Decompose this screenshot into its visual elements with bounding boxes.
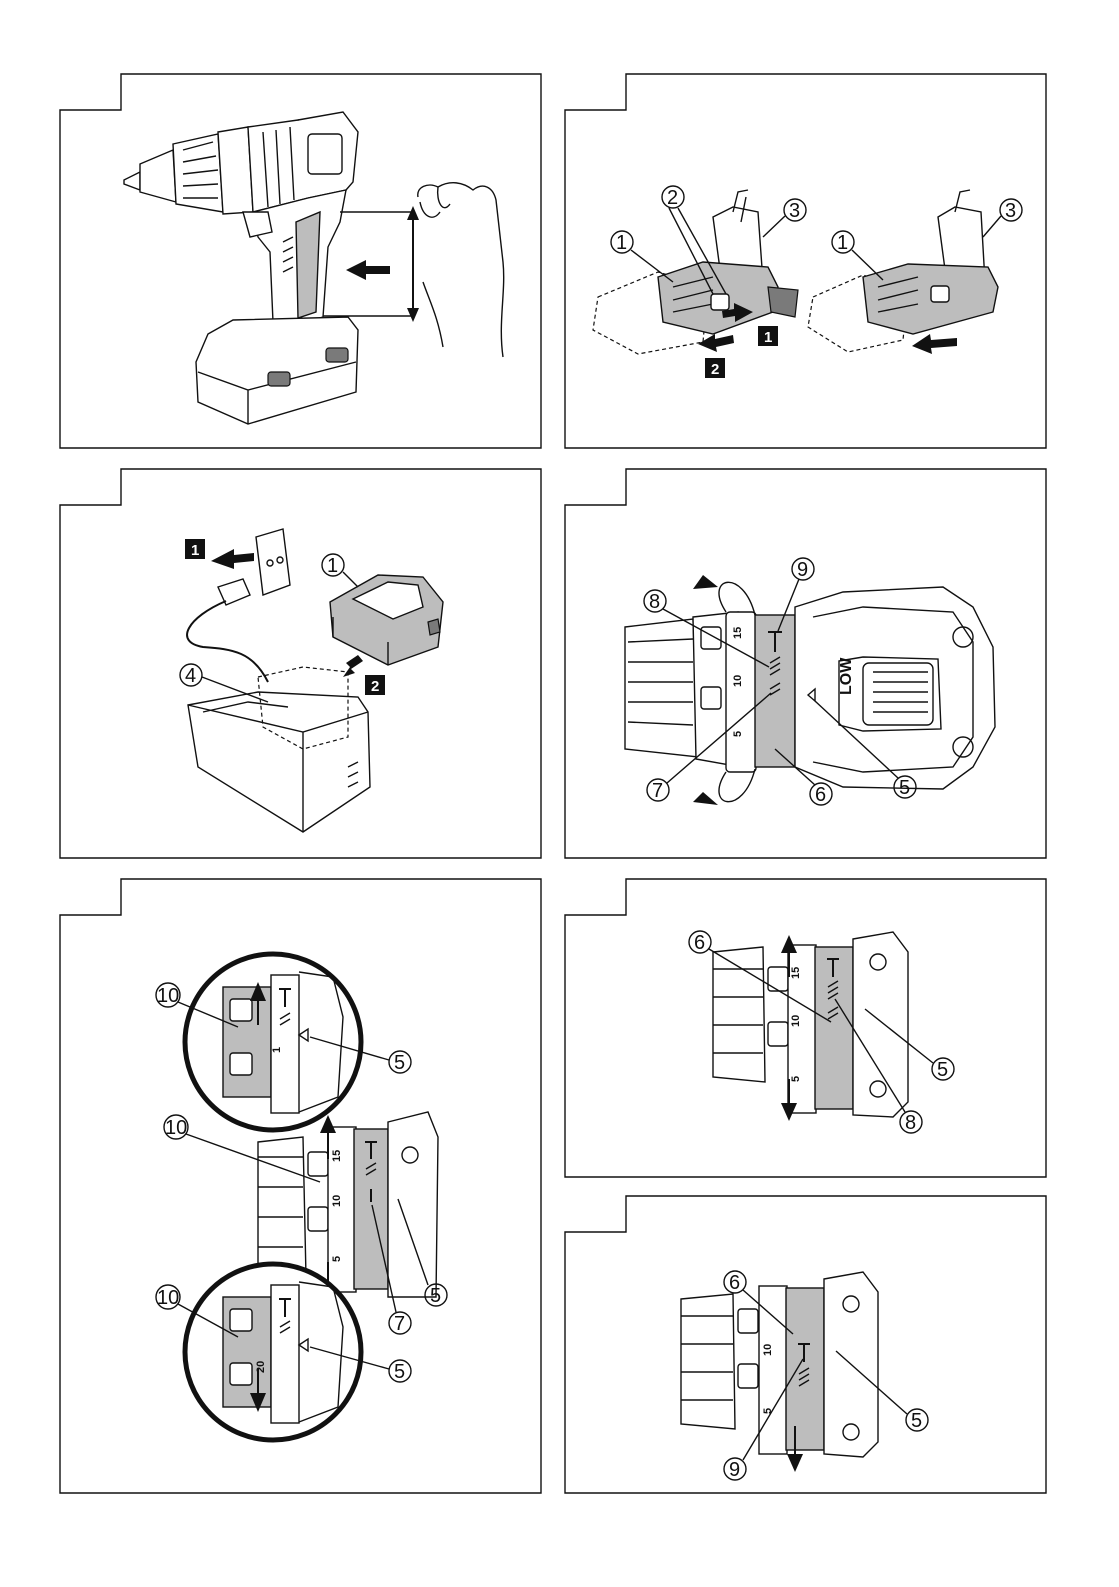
svg-text:5: 5 [331,1256,343,1262]
svg-text:5: 5 [394,1361,405,1383]
svg-text:6: 6 [694,932,705,954]
battery-pack: 2 [330,575,443,695]
svg-text:5: 5 [937,1059,948,1081]
svg-text:15: 15 [331,1150,343,1162]
svg-text:7: 7 [652,780,663,802]
zoom-circle-bottom: 20 [185,1264,361,1440]
removal-view-right [808,190,998,354]
svg-text:2: 2 [711,361,719,378]
svg-text:1: 1 [764,329,772,346]
svg-text:9: 9 [729,1459,740,1481]
svg-text:10: 10 [732,675,744,687]
chuck-top [625,612,741,767]
zoom-circle-top: 1 [185,954,361,1130]
figure-2-drawing: 1 2 3 1 3 1 2 [563,72,1048,450]
figure-5-panel: 1 15 10 5 20 [58,877,543,1495]
svg-text:15: 15 [790,967,802,979]
figure-1-panel [58,72,543,450]
svg-text:5: 5 [899,777,910,799]
svg-text:5: 5 [430,1285,441,1307]
svg-text:10: 10 [157,1287,179,1309]
svg-text:1: 1 [271,1047,283,1053]
battery-pack [196,317,358,424]
svg-text:1: 1 [616,232,627,254]
svg-text:2: 2 [667,187,678,209]
svg-text:15: 15 [732,627,744,639]
charger-base [188,667,370,832]
figure-3-panel: 1 2 1 4 [58,467,543,860]
charger-cord [187,579,268,682]
hand-drawing [418,183,504,357]
svg-text:6: 6 [729,1272,740,1294]
svg-text:10: 10 [165,1117,187,1139]
drill-body-top: LOW [795,587,995,789]
svg-text:8: 8 [649,591,660,613]
svg-text:1: 1 [327,555,338,577]
clutch-view: 10 5 [681,1272,878,1472]
figure-6-panel: 15 10 5 6 5 8 [563,877,1048,1179]
figure-4-drawing: 15 10 5 LOW 9 8 7 6 5 [563,467,1048,860]
figure-3-drawing: 1 2 1 4 [58,467,543,860]
drill-chuck [124,127,253,214]
svg-text:10: 10 [157,985,179,1007]
svg-text:5: 5 [394,1052,405,1074]
svg-text:1: 1 [191,542,199,559]
figure-4-panel: 15 10 5 LOW 9 8 7 6 5 [563,467,1048,860]
svg-text:7: 7 [394,1313,405,1335]
figure-1-drawing [58,72,543,450]
svg-text:1: 1 [837,232,848,254]
figure-5-drawing: 1 15 10 5 20 [58,877,543,1495]
drill-handle [243,190,346,324]
svg-text:4: 4 [185,665,196,687]
figure-6-drawing: 15 10 5 6 5 8 [563,877,1048,1179]
svg-text:6: 6 [815,784,826,806]
svg-text:10: 10 [790,1015,802,1027]
svg-text:5: 5 [790,1076,802,1082]
svg-text:LOW: LOW [838,657,855,695]
svg-text:3: 3 [1005,200,1016,222]
svg-text:10: 10 [762,1344,774,1356]
svg-text:5: 5 [732,731,744,737]
svg-text:9: 9 [797,559,808,581]
svg-text:2: 2 [371,678,379,695]
figure-7-drawing: 10 5 6 5 9 [563,1194,1048,1495]
figure-7-panel: 10 5 6 5 9 [563,1194,1048,1495]
figure-2-panel: 1 2 3 1 3 1 2 [563,72,1048,450]
svg-text:8: 8 [905,1112,916,1134]
clutch-view: 15 10 5 [713,932,908,1121]
svg-text:20: 20 [255,1361,267,1373]
svg-text:5: 5 [911,1410,922,1432]
svg-text:3: 3 [789,200,800,222]
svg-text:10: 10 [331,1195,343,1207]
